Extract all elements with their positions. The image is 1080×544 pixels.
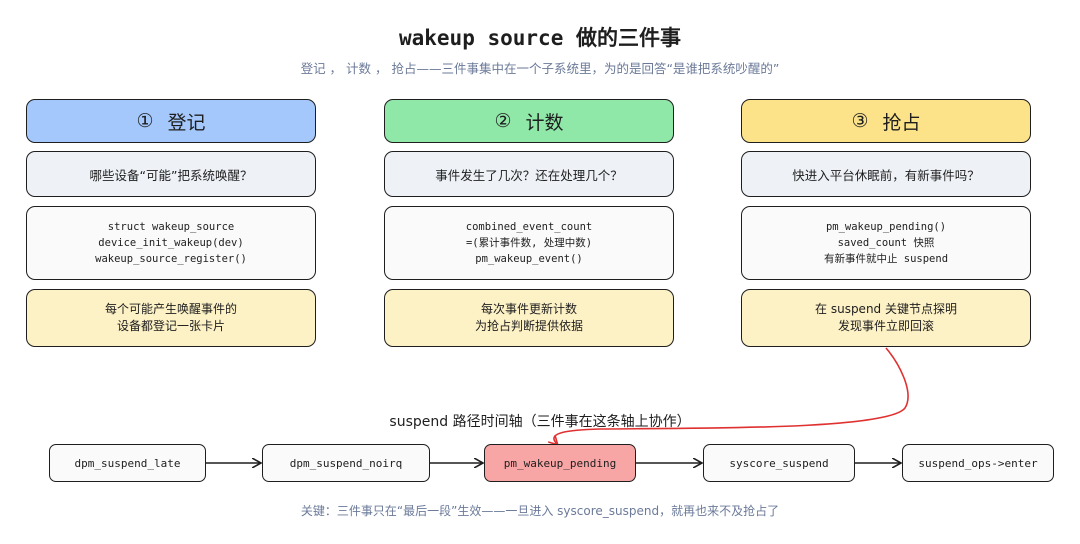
note-line: 发现事件立即回滚 — [837, 319, 934, 333]
header-label: 登记 — [167, 111, 206, 134]
step-number: ② — [494, 110, 512, 132]
code-line: wakeup_source_register() — [95, 253, 247, 265]
note-line: 设备都登记一张卡片 — [116, 319, 225, 333]
timeline-step-dpm-suspend-late: dpm_suspend_late — [49, 444, 206, 482]
code-line: struct wakeup_source — [107, 221, 235, 233]
timeline-step-suspend-ops-enter: suspend_ops->enter — [902, 444, 1054, 482]
header-preempt: ③ 抢占 — [741, 99, 1031, 143]
code-preempt: pm_wakeup_pending() saved_count 快照 有新事件就… — [741, 206, 1031, 280]
code-line: saved_count 快照 — [837, 237, 935, 249]
code-line: combined_event_count — [465, 221, 593, 233]
code-line: pm_wakeup_event() — [475, 253, 583, 265]
question-preempt: 快进入平台休眠前，有新事件吗？ — [741, 151, 1031, 197]
code-line: device_init_wakeup(dev) — [98, 237, 244, 249]
code-line: =(累计事件数, 处理中数) — [465, 237, 593, 249]
note-line: 每个可能产生唤醒事件的 — [104, 302, 237, 316]
code-line: 有新事件就中止 suspend — [823, 253, 949, 265]
timeline-label: suspend 路径时间轴（三件事在这条轴上协作） — [389, 414, 691, 430]
step-number: ① — [136, 110, 154, 132]
preempt-arrow — [554, 347, 909, 444]
header-count: ② 计数 — [384, 99, 674, 143]
timeline-step-dpm-suspend-noirq: dpm_suspend_noirq — [262, 444, 430, 482]
footnote: 关键：三件事只在“最后一段”生效——一旦进入 syscore_suspend，就… — [300, 504, 780, 518]
code-line: pm_wakeup_pending() — [825, 221, 947, 233]
question-register: 哪些设备“可能”把系统唤醒？ — [26, 151, 316, 197]
timeline-step-syscore-suspend: syscore_suspend — [703, 444, 855, 482]
header-register: ① 登记 — [26, 99, 316, 143]
step-number: ③ — [851, 110, 869, 132]
note-line: 在 suspend 关键节点探明 — [815, 302, 957, 316]
code-register: struct wakeup_source device_init_wakeup(… — [26, 206, 316, 280]
question-count: 事件发生了几次？还在处理几个？ — [384, 151, 674, 197]
timeline-step-pm-wakeup-pending: pm_wakeup_pending — [484, 444, 636, 482]
header-label: 计数 — [525, 111, 564, 134]
note-line: 每次事件更新计数 — [480, 302, 577, 316]
note-preempt: 在 suspend 关键节点探明 发现事件立即回滚 — [741, 289, 1031, 347]
note-line: 为抢占判断提供依据 — [474, 319, 583, 333]
note-count: 每次事件更新计数 为抢占判断提供依据 — [384, 289, 674, 347]
header-label: 抢占 — [882, 111, 921, 134]
diagram-title: wakeup source 做的三件事 — [398, 26, 681, 50]
code-count: combined_event_count =(累计事件数, 处理中数) pm_w… — [384, 206, 674, 280]
diagram-subtitle: 登记 ， 计数 ， 抢占——三件事集中在一个子系统里，为的是回答“是谁把系统吵醒… — [300, 61, 780, 76]
note-register: 每个可能产生唤醒事件的 设备都登记一张卡片 — [26, 289, 316, 347]
